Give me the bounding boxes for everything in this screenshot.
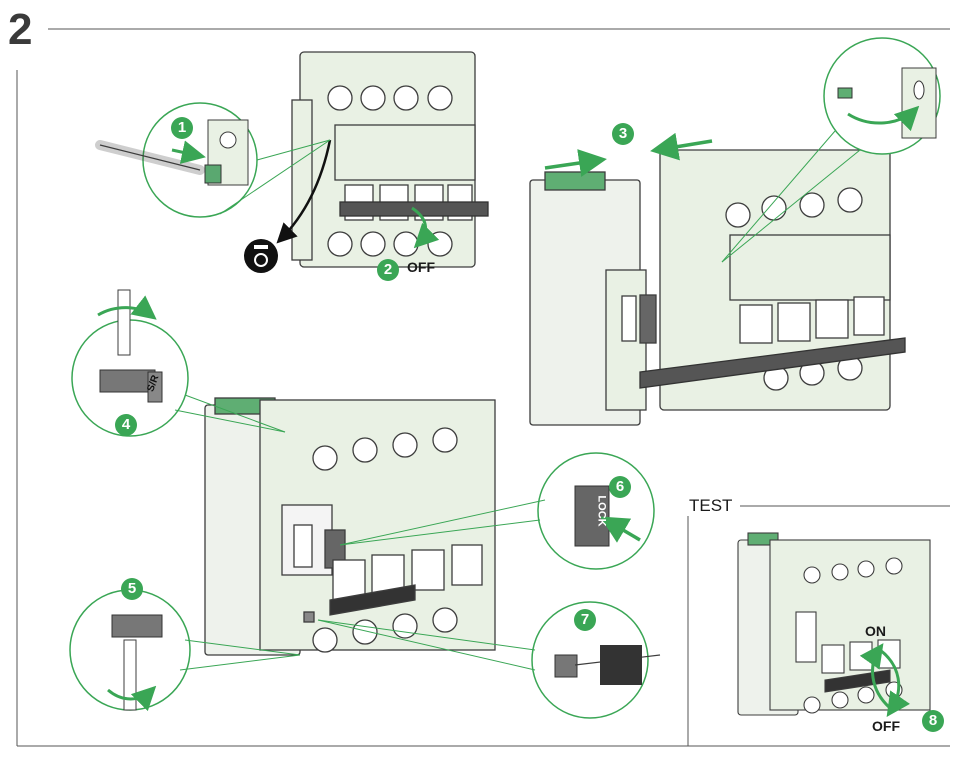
label-test: TEST xyxy=(686,496,736,516)
label-off-step2: OFF xyxy=(407,259,435,275)
recycle-bin-icon xyxy=(244,239,278,273)
zoom-circle-top-right xyxy=(721,37,941,263)
badge-step-8: 8 xyxy=(922,710,944,732)
zoom-circle-5 xyxy=(69,589,301,712)
auxiliary-module xyxy=(529,171,657,426)
test-assembly xyxy=(737,532,931,716)
lock-label: LOCK xyxy=(595,495,608,527)
label-off-step8: OFF xyxy=(872,718,900,734)
badge-step-4: 4 xyxy=(115,414,137,436)
badge-step-5: 5 xyxy=(121,578,143,600)
zoom-circle-7 xyxy=(317,601,661,719)
badge-step-1: 1 xyxy=(171,117,193,139)
label-on: ON xyxy=(865,623,886,639)
main-assembly xyxy=(204,397,496,656)
frame-lines xyxy=(16,28,950,747)
badge-step-6: 6 xyxy=(609,476,631,498)
breaker-right xyxy=(639,149,906,411)
breaker-top xyxy=(291,51,489,268)
zoom-circle-4 xyxy=(71,289,286,437)
step-number: 2 xyxy=(8,5,33,54)
badge-step-3: 3 xyxy=(612,123,634,145)
badge-step-7: 7 xyxy=(574,609,596,631)
badge-step-2: 2 xyxy=(377,259,399,281)
